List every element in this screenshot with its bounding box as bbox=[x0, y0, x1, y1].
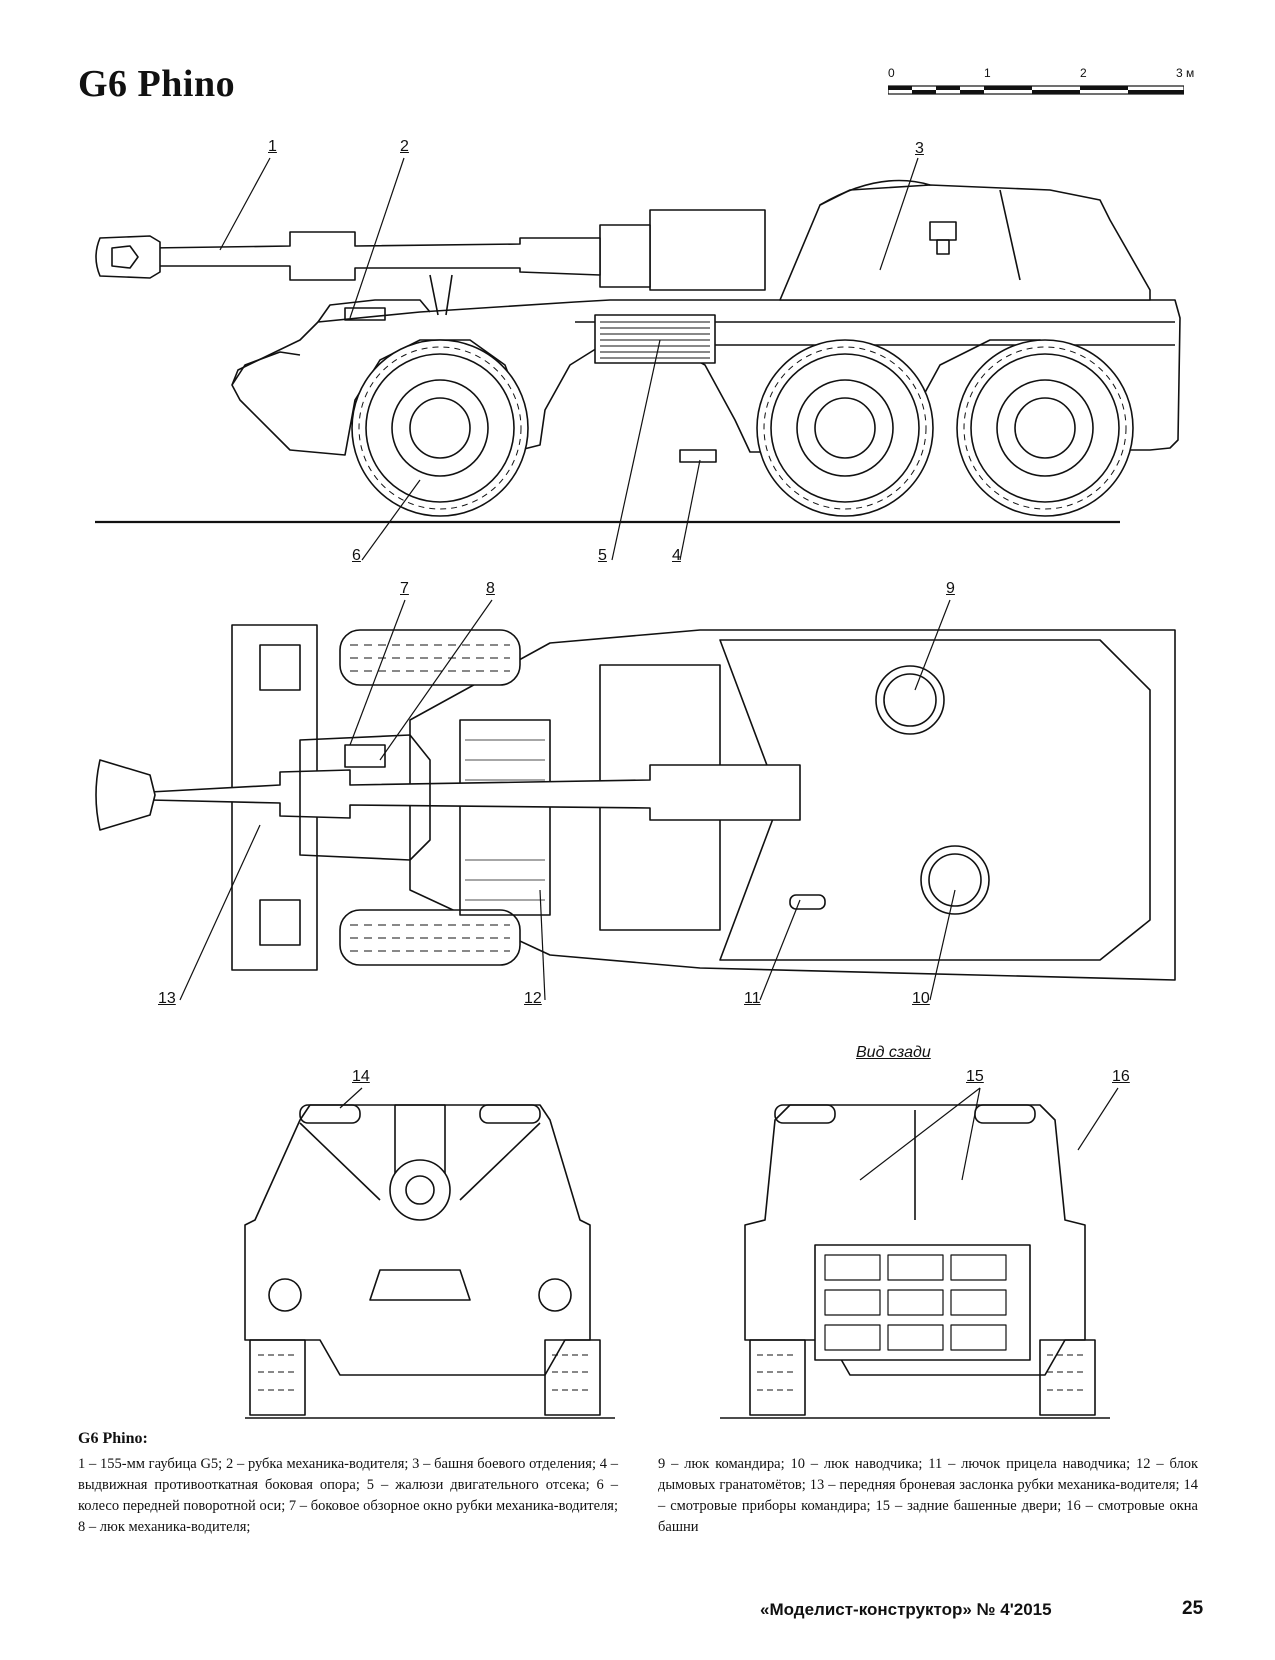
callout-3: 3 bbox=[915, 140, 924, 157]
scale-label-2: 2 bbox=[1080, 66, 1087, 80]
caption-right: 9 – люк командира; 10 – люк наводчика; 1… bbox=[658, 1456, 1198, 1535]
side-view bbox=[95, 157, 1181, 561]
callout-1: 1 bbox=[268, 138, 277, 155]
callout-12: 12 bbox=[524, 990, 542, 1007]
callout-8: 8 bbox=[486, 580, 495, 597]
page-title: G6 Phino bbox=[78, 63, 236, 105]
callout-16: 16 bbox=[1112, 1068, 1130, 1085]
callout-2: 2 bbox=[400, 138, 409, 155]
callout-13: 13 bbox=[158, 990, 176, 1007]
caption-title: G6 Phino: bbox=[78, 1430, 148, 1447]
footer-magazine: «Моделист-конструктор» № 4'2015 bbox=[760, 1600, 1052, 1619]
top-view bbox=[95, 599, 1176, 1001]
scale-bar: 0 1 2 3 м bbox=[880, 66, 1210, 106]
callout-7: 7 bbox=[400, 580, 409, 597]
callout-6: 6 bbox=[352, 547, 361, 564]
scale-bar-graphic bbox=[888, 85, 1184, 95]
rear-view-label: Вид сзади bbox=[856, 1044, 931, 1061]
callout-11: 11 bbox=[744, 990, 761, 1007]
front-view bbox=[244, 1087, 615, 1419]
callout-4: 4 bbox=[672, 547, 681, 564]
rear-view bbox=[720, 1087, 1119, 1419]
vehicle-drawings bbox=[95, 157, 1181, 1419]
scale-label-0: 0 bbox=[888, 66, 895, 80]
callout-14: 14 bbox=[352, 1068, 370, 1085]
scale-label-1: 1 bbox=[984, 66, 991, 80]
callout-9: 9 bbox=[946, 580, 955, 597]
scale-label-3: 3 м bbox=[1176, 66, 1195, 80]
callout-5: 5 bbox=[598, 547, 607, 564]
side-wheels bbox=[351, 339, 1134, 517]
callout-15: 15 bbox=[966, 1068, 984, 1085]
caption-left: 1 – 155-мм гаубица G5; 2 – рубка механик… bbox=[78, 1456, 618, 1535]
page-number: 25 bbox=[1182, 1598, 1204, 1619]
callout-10: 10 bbox=[912, 990, 930, 1007]
